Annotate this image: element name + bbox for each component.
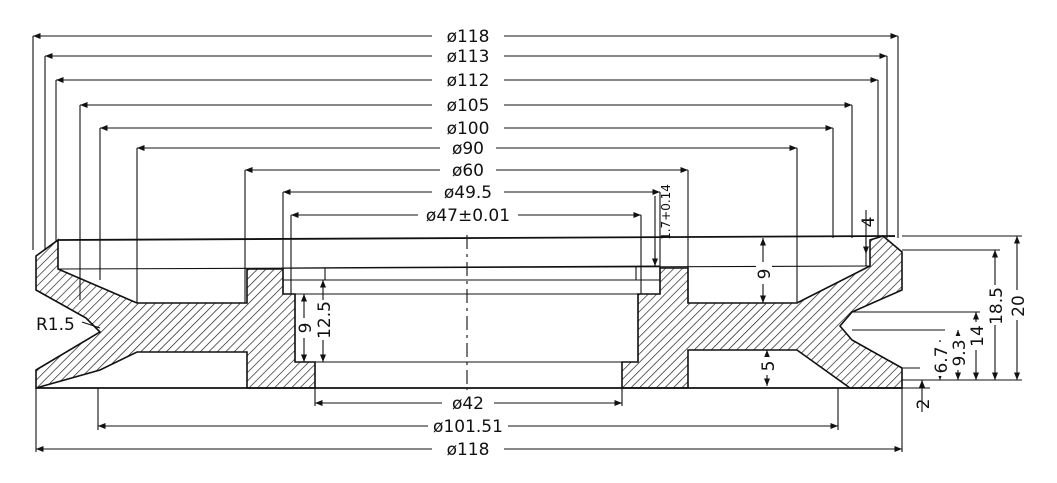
- dim-v9-right: 9: [755, 269, 775, 280]
- dim-d112: ø112: [447, 71, 490, 91]
- dim-v20: 20: [1009, 295, 1029, 317]
- dim-d118-top: ø118: [447, 27, 490, 47]
- dim-d47: ø47±0.01: [426, 206, 510, 226]
- dim-d90: ø90: [452, 139, 484, 159]
- dim-v5: 5: [759, 361, 779, 372]
- radius-callout: R1.5: [36, 315, 101, 335]
- horizontal-dimensions: ø118 ø113 ø112 ø105 ø100 ø90: [32, 24, 903, 460]
- dim-v4: 4: [859, 217, 879, 228]
- dim-d100: ø100: [447, 119, 490, 139]
- dim-v14: 14: [968, 325, 988, 347]
- dim-v6-7: 6.7: [932, 346, 952, 373]
- dim-v18-5: 18.5: [987, 287, 1007, 325]
- dim-v2: 2: [914, 399, 934, 410]
- dim-d49-5: ø49.5: [444, 183, 492, 203]
- vertical-dimensions: 20 18.5 14 9.3 6.7 2 4 9 5: [296, 184, 1029, 412]
- dim-d118-bottom: ø118: [447, 440, 490, 460]
- dim-d42: ø42: [452, 394, 484, 414]
- radius-label: R1.5: [36, 315, 75, 335]
- dim-v9-3: 9.3: [950, 339, 970, 366]
- dim-v9-left: 9: [296, 323, 316, 334]
- dim-d113: ø113: [447, 47, 490, 67]
- right-section: [621, 235, 903, 389]
- dim-d101-51: ø101.51: [433, 417, 503, 437]
- dim-v12-5: 12.5: [315, 301, 335, 339]
- left-section: [35, 238, 316, 390]
- dim-d60: ø60: [452, 161, 484, 181]
- dim-v1-7: 1.7+0.14: [659, 184, 673, 240]
- dim-d105: ø105: [447, 96, 490, 116]
